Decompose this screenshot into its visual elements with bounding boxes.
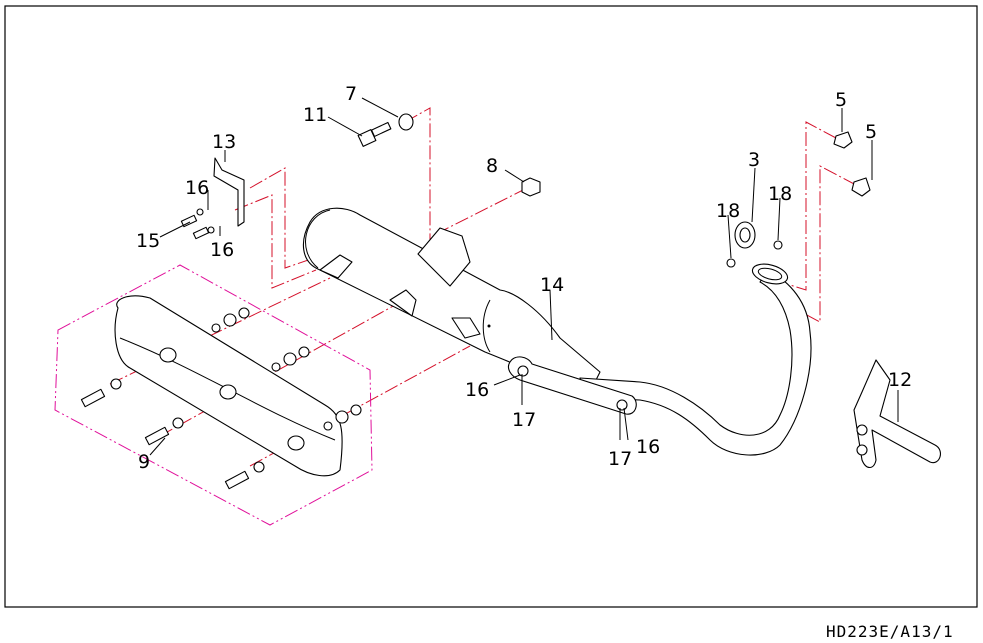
drawing-frame xyxy=(4,5,978,608)
heat-guard-group-outline xyxy=(54,264,373,526)
callout-16-right: 16 xyxy=(636,436,660,458)
callout-labels: 7 11 8 13 16 15 16 14 16 17 17 16 9 3 18… xyxy=(136,83,912,473)
gasket-3 xyxy=(734,221,756,249)
muffler-bracket xyxy=(507,356,637,415)
callout-11: 11 xyxy=(303,104,327,126)
callout-16-top: 16 xyxy=(185,177,209,199)
callout-12: 12 xyxy=(888,369,912,391)
nut-18a xyxy=(726,258,736,268)
leader-lines xyxy=(149,97,899,456)
callout-16-muffler: 16 xyxy=(465,379,489,401)
callout-14: 14 xyxy=(540,274,564,296)
heat-guard xyxy=(80,295,362,490)
guard-bolt-1 xyxy=(80,378,122,408)
exhaust-pipe xyxy=(579,263,812,456)
callout-17-right: 17 xyxy=(608,448,632,470)
drawing-code: HD223E/A13/1 xyxy=(826,622,954,641)
callout-13: 13 xyxy=(212,131,236,153)
callout-17-left: 17 xyxy=(512,409,536,431)
guard-bolt-3 xyxy=(224,461,265,490)
bracket-12 xyxy=(853,359,941,469)
nut-8 xyxy=(521,177,541,197)
cap-nut-5b xyxy=(851,177,871,197)
cap-nut-5a xyxy=(833,131,853,149)
bracket-13 xyxy=(180,157,245,240)
callout-5-upper: 5 xyxy=(835,89,847,111)
callout-16-lower: 16 xyxy=(210,239,234,261)
callout-8: 8 xyxy=(486,155,498,177)
callout-3: 3 xyxy=(748,149,760,171)
callout-18-left: 18 xyxy=(716,200,740,222)
bolt-11 xyxy=(357,121,392,147)
callout-18-right: 18 xyxy=(768,183,792,205)
callout-7: 7 xyxy=(345,83,357,105)
callout-15: 15 xyxy=(136,230,160,252)
callout-5-lower: 5 xyxy=(865,121,877,143)
guard-bolt-2 xyxy=(144,417,184,446)
washer-7 xyxy=(398,113,414,131)
muffler xyxy=(302,207,601,393)
nut-18b xyxy=(773,240,783,250)
callout-9: 9 xyxy=(138,451,150,473)
